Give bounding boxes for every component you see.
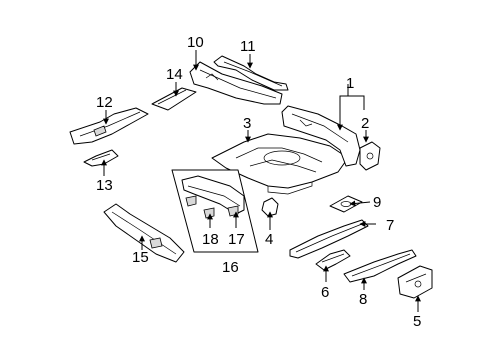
part-7-rail (289, 219, 369, 259)
callout-14: 14 (166, 66, 183, 83)
callout-16: 16 (222, 259, 239, 276)
callout-6: 6 (321, 284, 329, 301)
callout-11: 11 (240, 38, 256, 55)
part-10-cross-member (189, 61, 283, 105)
callout-13: 13 (96, 177, 113, 194)
part-5-bracket (397, 265, 433, 299)
part-1-rear-panel (281, 105, 361, 167)
part-16-kit-box (171, 169, 259, 253)
callout-10: 10 (187, 34, 204, 51)
callout-labels: 1 2 3 4 5 6 7 8 9 10 11 12 13 14 15 16 1… (96, 34, 421, 330)
callout-12: 12 (96, 94, 113, 111)
callout-17: 17 (228, 231, 245, 248)
leader-lines (101, 50, 421, 312)
part-13-bracket (83, 149, 119, 167)
callout-15: 15 (132, 249, 149, 266)
part-2-plate (359, 141, 381, 171)
callout-18: 18 (202, 231, 219, 248)
part-14-rail (151, 87, 197, 111)
callout-4: 4 (265, 231, 273, 248)
callout-9: 9 (373, 194, 381, 211)
part-6-bracket (315, 249, 351, 271)
callout-7: 7 (386, 217, 394, 234)
callout-8: 8 (359, 291, 367, 308)
part-9-plate (329, 195, 363, 213)
part-15-rail (103, 203, 185, 263)
part-12-rail (69, 107, 149, 145)
part-3-floor-pan (211, 133, 349, 195)
part-8-rail (343, 249, 417, 283)
callout-3: 3 (243, 115, 251, 132)
part-4-clip (261, 197, 279, 217)
callout-1: 1 (346, 75, 354, 92)
part-11-brace (213, 55, 289, 91)
callout-2: 2 (361, 115, 369, 132)
callout-5: 5 (413, 313, 421, 330)
